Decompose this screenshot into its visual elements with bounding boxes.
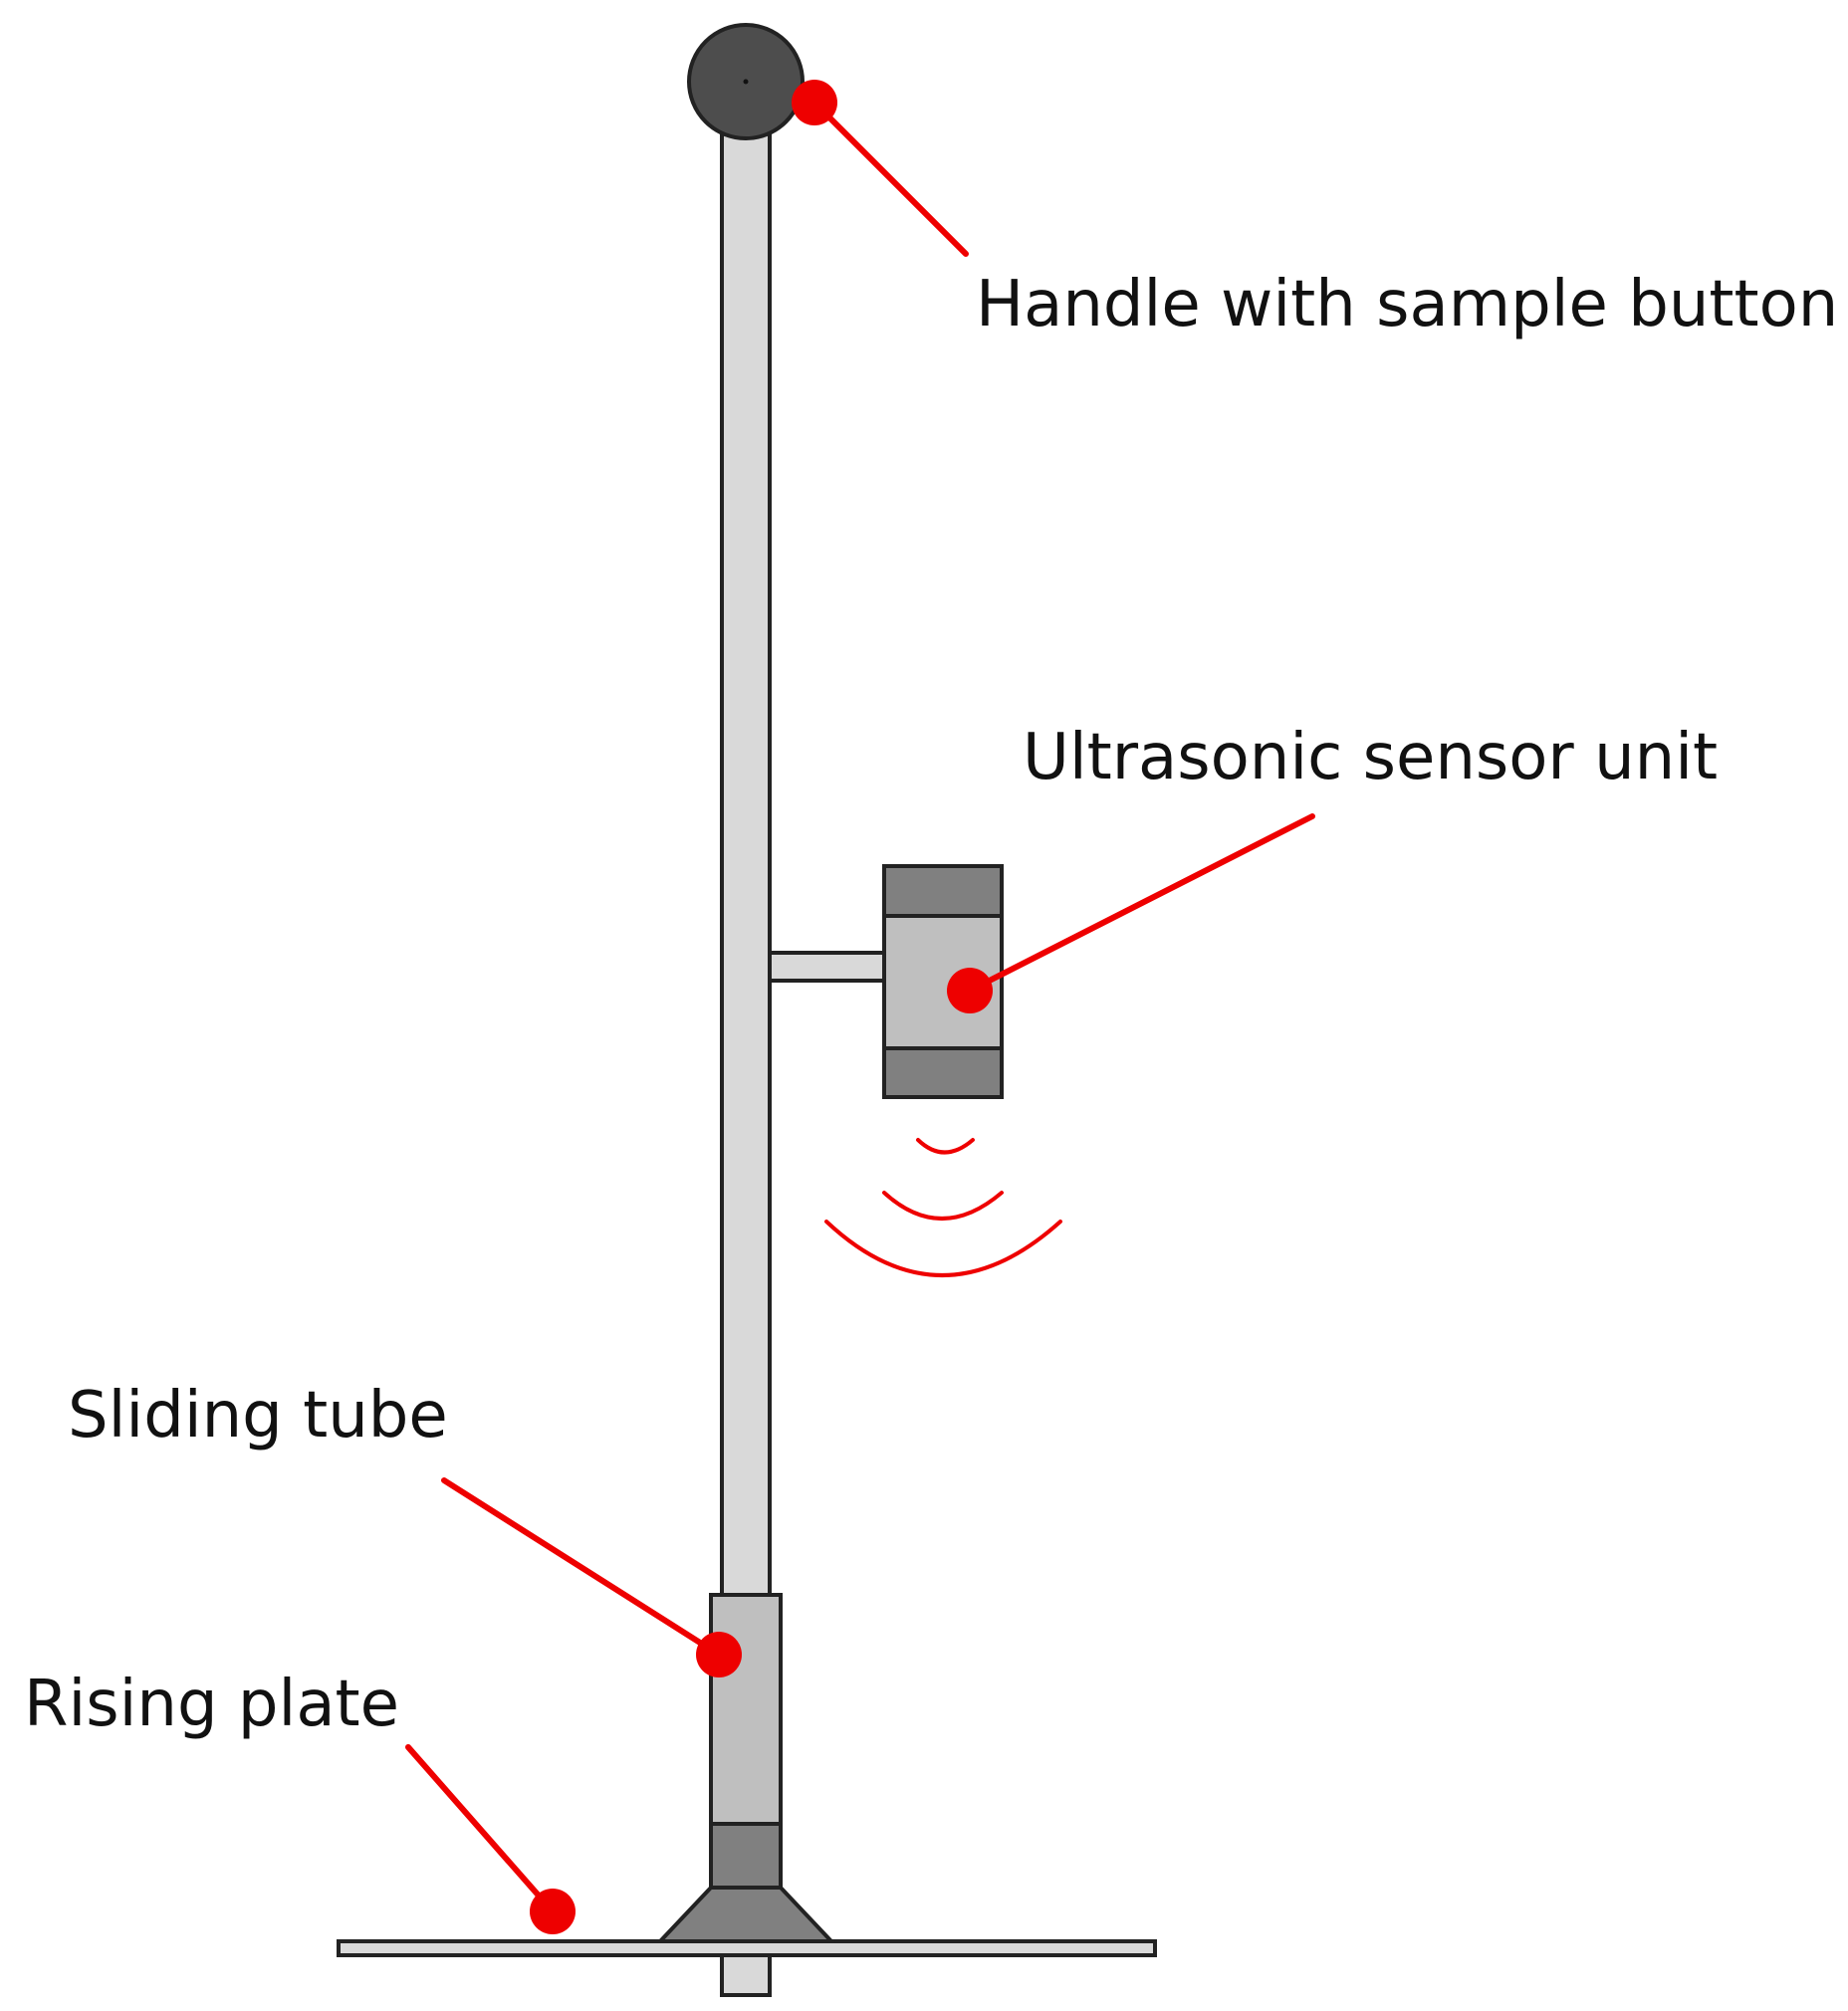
sliding-tube-collar bbox=[709, 1822, 783, 1892]
sensor-arm bbox=[768, 951, 886, 983]
callout-rising-plate: Rising plate bbox=[24, 1668, 576, 1934]
label-sliding-tube: Sliding tube bbox=[68, 1379, 448, 1452]
main-pole bbox=[720, 127, 772, 1605]
callout-rising-plate-line bbox=[405, 1744, 556, 1914]
wave-small bbox=[916, 1138, 975, 1155]
callout-sliding-tube-dot bbox=[696, 1632, 742, 1677]
ultrasonic-waves bbox=[824, 1138, 1062, 1277]
callout-sliding-tube-line bbox=[441, 1477, 722, 1658]
callout-handle-dot bbox=[792, 80, 837, 125]
handle-knob-center-dot bbox=[743, 79, 749, 85]
sensor-bottom-cap bbox=[882, 1046, 1004, 1099]
pole-bottom-end bbox=[720, 1953, 772, 1997]
callout-handle: Handle with sample button bbox=[792, 80, 1838, 341]
rising-plate bbox=[337, 1939, 1157, 1957]
callout-rising-plate-dot bbox=[530, 1889, 576, 1934]
callout-sliding-tube: Sliding tube bbox=[68, 1379, 742, 1677]
wave-large bbox=[824, 1220, 1062, 1277]
sensor-top-cap bbox=[882, 864, 1004, 918]
label-rising-plate: Rising plate bbox=[24, 1668, 399, 1741]
callout-sensor: Ultrasonic sensor unit bbox=[947, 721, 1718, 1013]
callout-sensor-dot bbox=[947, 968, 993, 1013]
wave-medium bbox=[882, 1191, 1004, 1221]
sliding-tube-foot bbox=[655, 1886, 836, 1943]
sliding-tube bbox=[709, 1593, 783, 1826]
callout-handle-line bbox=[811, 100, 969, 257]
label-handle: Handle with sample button bbox=[976, 268, 1838, 341]
callout-sensor-line bbox=[967, 813, 1315, 994]
label-sensor: Ultrasonic sensor unit bbox=[1023, 721, 1718, 794]
